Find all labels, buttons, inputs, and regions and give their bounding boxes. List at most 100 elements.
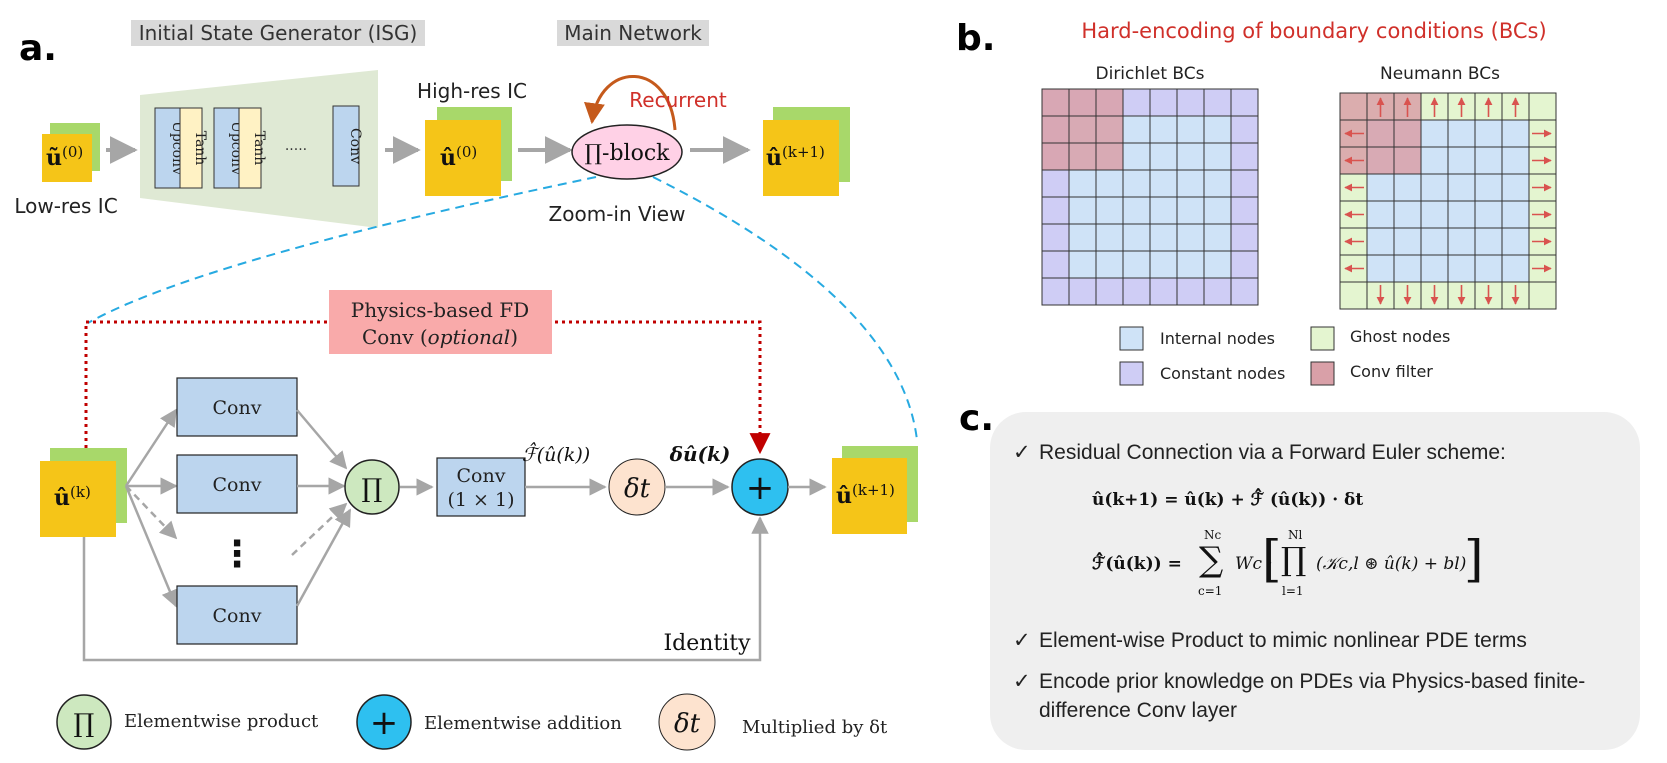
conv-box-1-label: Conv — [213, 397, 262, 419]
conv-filter-cell — [1366, 146, 1395, 175]
grid-cell — [1149, 115, 1178, 144]
grid-cell — [1203, 223, 1232, 252]
grid-cell — [1420, 146, 1449, 175]
grid-cell — [1203, 142, 1232, 171]
low-res-symbol: ũ — [46, 145, 62, 171]
conv-box-3 — [176, 585, 298, 645]
grid-cell — [1230, 142, 1259, 171]
grid-cell — [1122, 223, 1151, 252]
conv-filter-cell — [1041, 142, 1070, 171]
grid-cell — [1176, 223, 1205, 252]
panel-b-title: Hard-encoding of boundary conditions (BC… — [1081, 19, 1546, 43]
grid-cell — [1393, 200, 1422, 229]
grid-cell — [1366, 227, 1395, 256]
grid-cell — [1176, 142, 1205, 171]
conv-filter-cell — [1041, 88, 1070, 117]
legend-internal-label: Internal nodes — [1160, 329, 1275, 348]
product-node — [344, 459, 400, 515]
legend-dt-label: Multiplied by δt — [742, 717, 888, 738]
grid-cell — [1149, 88, 1178, 117]
conv-stack: Conv Conv ⋮ Conv — [176, 377, 298, 645]
neumann-grid — [1339, 92, 1557, 310]
output-top: û(k+1) — [763, 107, 850, 196]
grid-cell — [1149, 196, 1178, 225]
grid-cell — [1068, 250, 1097, 279]
svg-text:û(k+1): û(k+1) — [766, 143, 825, 171]
grid-cell — [1501, 146, 1530, 175]
check-icon: ✓ — [1013, 670, 1031, 693]
low-res-ic: ũ(0) — [42, 123, 100, 182]
grid-cell — [1339, 281, 1368, 310]
grid-cell — [1366, 200, 1395, 229]
zoom-label: Zoom-in View — [549, 202, 686, 226]
main-network-title-group: Main Network — [557, 20, 709, 46]
svg-text:Conv (optional): Conv (optional) — [362, 325, 518, 349]
grid-cell — [1203, 169, 1232, 198]
grid-cell — [1203, 277, 1232, 306]
out-k1-sup: (k+1) — [852, 481, 895, 499]
fd-conv-line2-c: ) — [510, 325, 518, 349]
zoom-line-left — [87, 176, 597, 324]
grid-cell — [1122, 169, 1151, 198]
legend-b: Internal nodes Ghost nodes Constant node… — [1119, 326, 1450, 386]
conv-filter-cell — [1366, 119, 1395, 148]
legend-dt-symbol: δt — [674, 709, 701, 739]
grid-cell — [1041, 223, 1070, 252]
isg-dots: ..... — [285, 138, 307, 154]
branch-arrows — [124, 408, 179, 608]
legend-product-label: Elementwise product — [124, 711, 319, 732]
grid-cell — [1420, 200, 1449, 229]
grid-cell — [1420, 254, 1449, 283]
recurrent-label: Recurrent — [629, 88, 727, 112]
grid-cell — [1447, 173, 1476, 202]
input-k: û(k) — [40, 448, 127, 537]
conv-filter-cell — [1095, 88, 1124, 117]
panel-c-item-3: ✓ Encode prior knowledge on PDEs via Phys… — [1013, 667, 1603, 725]
grid-cell — [1474, 227, 1503, 256]
conv-filter-cell — [1068, 88, 1097, 117]
grid-cell — [1095, 196, 1124, 225]
legend-internal-swatch — [1119, 326, 1144, 351]
grid-cell — [1203, 88, 1232, 117]
grid-cell — [1474, 200, 1503, 229]
conv-box-3-label: Conv — [213, 605, 262, 627]
conv-box-1 — [176, 377, 298, 437]
fd-conv-line2-a: Conv ( — [362, 325, 428, 349]
grid-cell — [1041, 277, 1070, 306]
eq2-lhs: ℱ̂(û(k)) = — [1092, 554, 1182, 574]
panel-c-item-3-text: Encode prior knowledge on PDEs via Physi… — [1039, 670, 1586, 722]
grid-cell — [1447, 146, 1476, 175]
pi-block-label: ∏-block — [585, 141, 671, 166]
grid-cell — [1095, 223, 1124, 252]
equation-2: ℱ̂(û(k)) = Nc ∑ c=1 Wc · [ Nl ∏ l=1 (𝒦c,… — [1092, 528, 1492, 606]
svg-text:û(k): û(k) — [54, 483, 91, 511]
conv-box-2-label: Conv — [213, 474, 262, 496]
fd-conv-box — [329, 290, 552, 354]
eq2-body: (𝒦c,l ⊛ û(k) + bl) — [1316, 554, 1467, 574]
grid-cell — [1501, 227, 1530, 256]
svg-text:û(k+1): û(k+1) — [836, 481, 895, 509]
grid-cell — [1528, 281, 1557, 310]
grid-cell — [1041, 169, 1070, 198]
grid-cell — [1501, 119, 1530, 148]
eq2-prod-bottom: l=1 — [1282, 584, 1304, 598]
isg-tanh-1 — [179, 107, 203, 189]
isg-tanh-2 — [238, 107, 262, 189]
output-symbol: û — [766, 145, 782, 171]
grid-cell — [1447, 119, 1476, 148]
isg-blocks: Upconv Tanh Upconv Tanh ..... Conv — [154, 105, 363, 189]
input-k-sup: (k) — [70, 483, 91, 501]
grid-cell — [1528, 92, 1557, 121]
grid-cell — [1149, 223, 1178, 252]
grid-cell — [1393, 227, 1422, 256]
legend-dt-node — [658, 693, 716, 751]
input-k-symbol: û — [54, 485, 70, 511]
grid-cell — [1474, 173, 1503, 202]
grid-cell — [1041, 250, 1070, 279]
isg-tanh-2-label: Tanh — [251, 131, 267, 166]
high-res-sup: (0) — [456, 143, 477, 161]
eq2-bracket-right: ] — [1464, 530, 1484, 588]
fd-conv-line1: Physics-based FD — [351, 298, 529, 322]
grid-cell — [1203, 115, 1232, 144]
